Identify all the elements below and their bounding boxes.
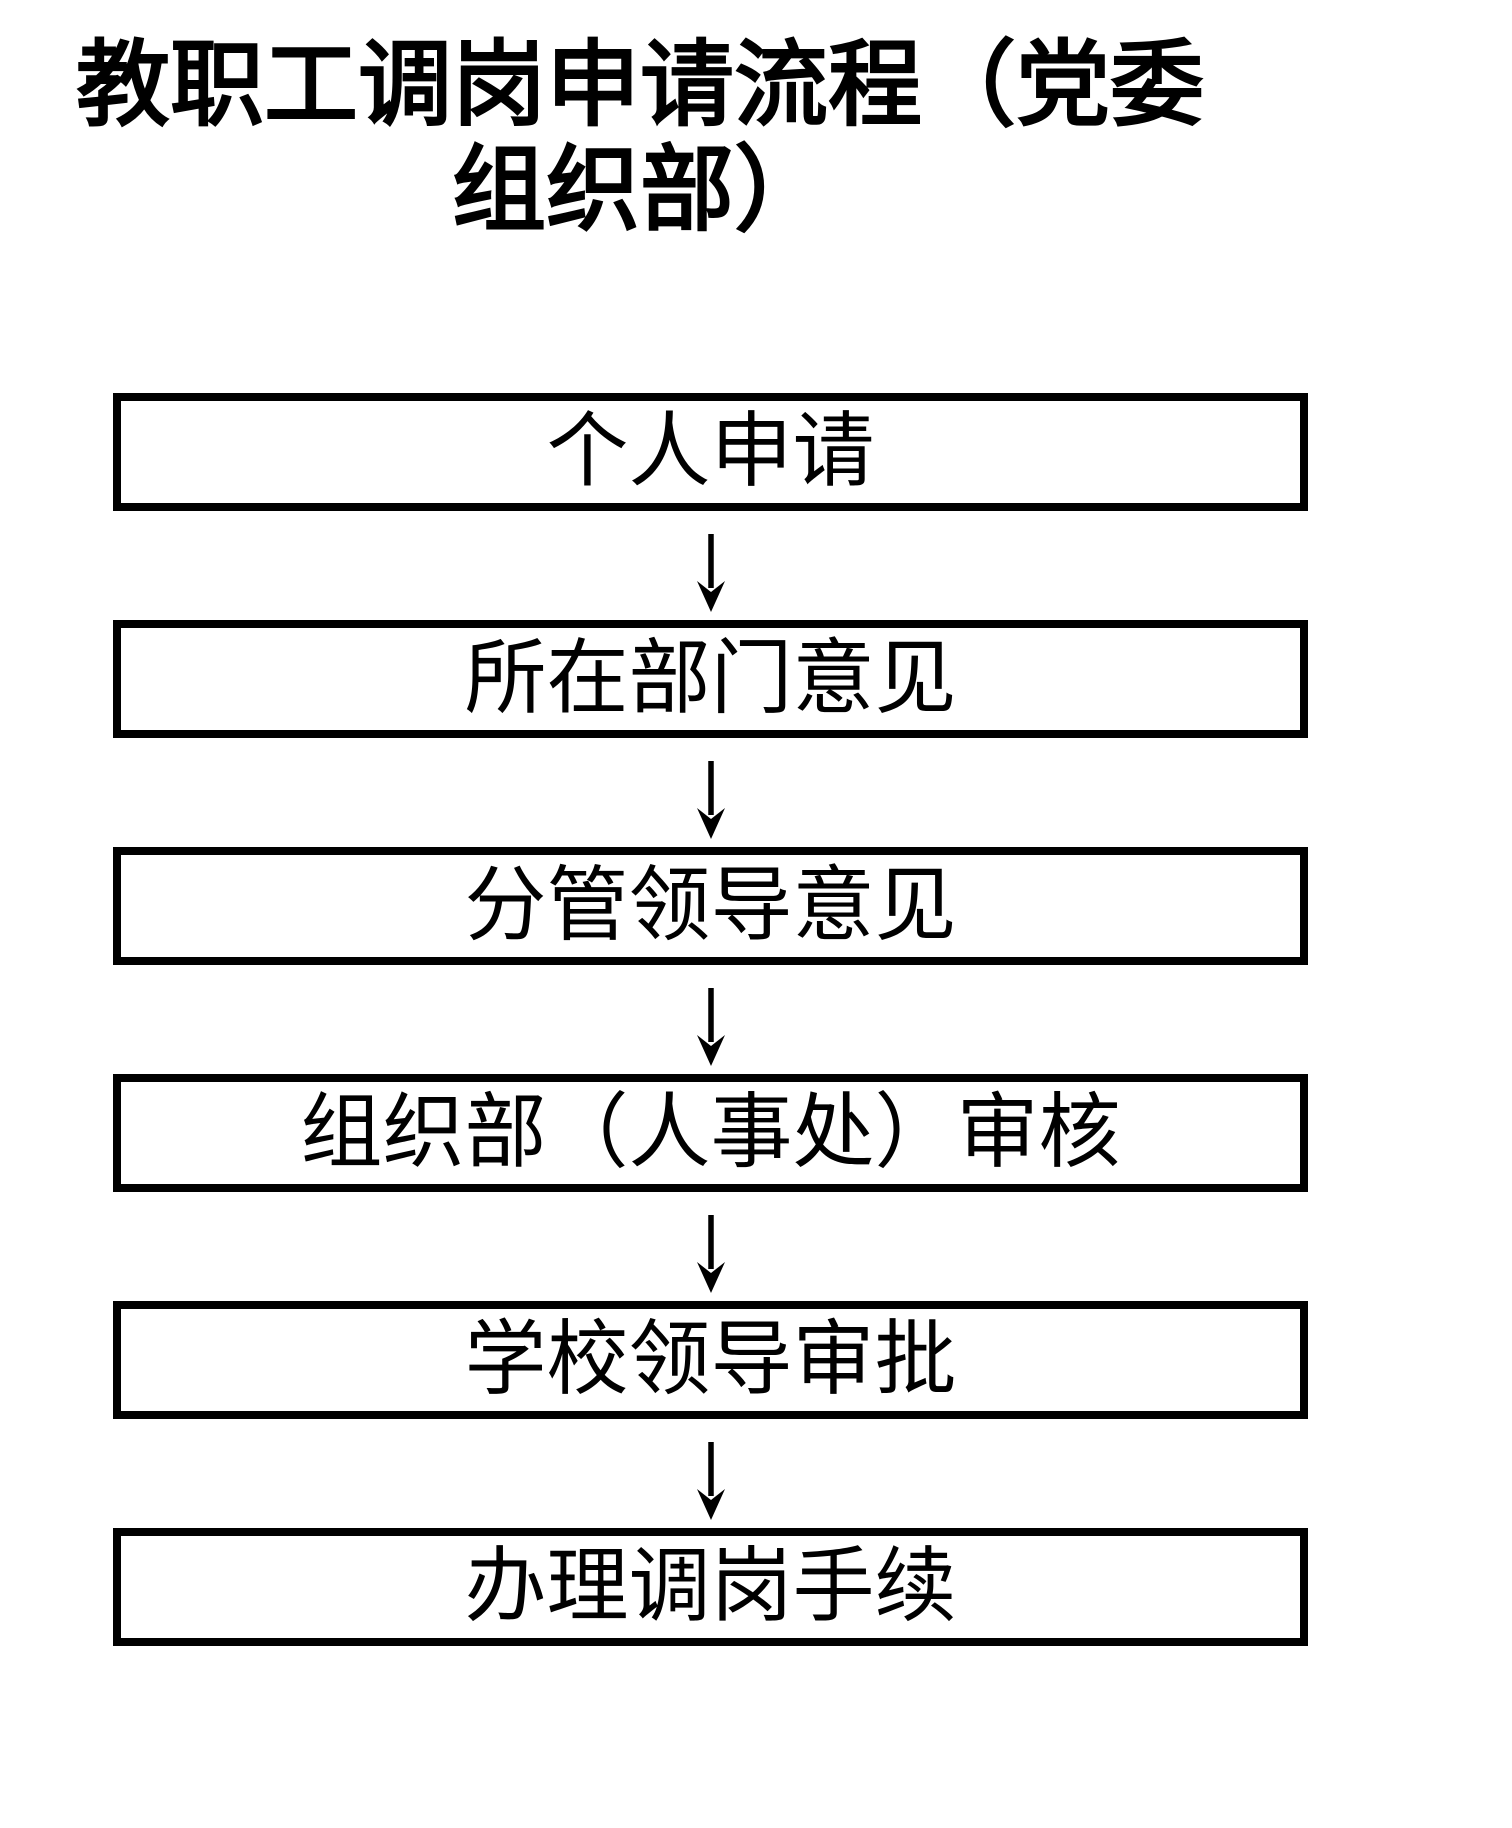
step-label: 学校领导审批 xyxy=(464,1314,957,1405)
arrow-slot xyxy=(113,511,1308,620)
flow-step-department-opinion: 所在部门意见 xyxy=(113,620,1308,738)
down-arrow-icon xyxy=(696,988,725,1066)
step-label: 办理调岗手续 xyxy=(464,1541,957,1632)
flow-step-personal-application: 个人申请 xyxy=(113,393,1308,511)
step-label: 分管领导意见 xyxy=(464,860,957,951)
step-label: 组织部（人事处）审核 xyxy=(300,1087,1121,1178)
arrow-slot xyxy=(113,1419,1308,1528)
flow-step-transfer-procedures: 办理调岗手续 xyxy=(113,1528,1308,1646)
flow-step-supervising-leader-opinion: 分管领导意见 xyxy=(113,847,1308,965)
step-label: 所在部门意见 xyxy=(464,633,957,724)
down-arrow-icon xyxy=(696,1442,725,1520)
flow-step-organization-department-review: 组织部（人事处）审核 xyxy=(113,1074,1308,1192)
page-title: 教职工调岗申请流程（党委组织部） xyxy=(75,34,1204,244)
arrow-slot xyxy=(113,1192,1308,1301)
arrow-slot xyxy=(113,965,1308,1074)
down-arrow-icon xyxy=(696,1215,725,1293)
down-arrow-icon xyxy=(696,761,725,839)
arrow-slot xyxy=(113,738,1308,847)
flow-step-school-leader-approval: 学校领导审批 xyxy=(113,1301,1308,1419)
flowchart: 个人申请 所在部门意见 分管领导意见 组织部（人事处）审核 学校 xyxy=(113,393,1308,1646)
step-label: 个人申请 xyxy=(546,406,875,497)
down-arrow-icon xyxy=(696,534,725,612)
